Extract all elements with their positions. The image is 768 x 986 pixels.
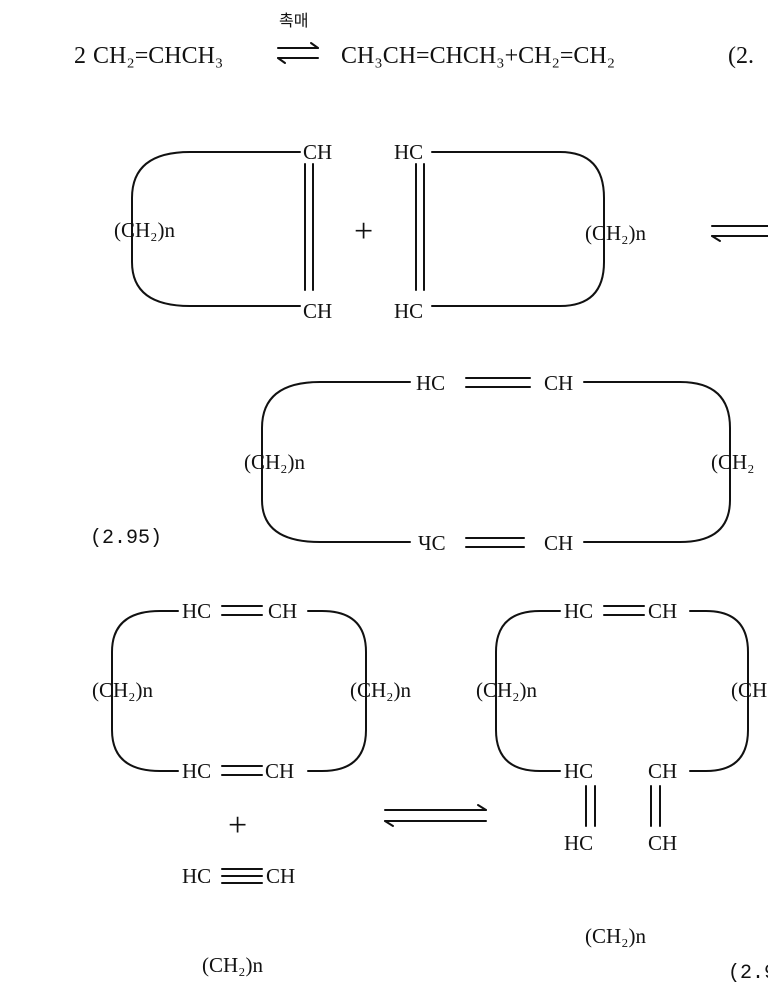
eq295-right-chain: (CH₂)n bbox=[585, 221, 646, 245]
eq295-right-bottom-hc: HC bbox=[394, 299, 423, 323]
eq295-dimer-top-hc: HC bbox=[416, 371, 445, 395]
eq295-right-ring bbox=[415, 151, 605, 307]
eq296-product-ring bbox=[495, 605, 749, 827]
eq295-dimer-ring bbox=[261, 377, 731, 548]
eq295-dimer-top-ch: CH bbox=[544, 371, 573, 395]
eq296-alkyne-ch: CH bbox=[266, 864, 295, 888]
eq295-dimer-bottom-ch: CH bbox=[544, 531, 573, 555]
eq296-number: (2.9 bbox=[728, 962, 768, 985]
eq296-product-low-ch: CH bbox=[648, 831, 677, 855]
eq296-ring-left-chain: (CH₂)n bbox=[92, 678, 153, 702]
eq295-plus: + bbox=[354, 213, 373, 250]
eq296-product-low-hc: HC bbox=[564, 831, 593, 855]
eq295-right-top-hc: HC bbox=[394, 140, 423, 164]
eq296-below-mid-chain: (CH₂)n bbox=[585, 924, 646, 948]
eq296-ring-top-hc: HC bbox=[182, 599, 211, 623]
eq296-ring-bottom-ch: CH bbox=[265, 759, 294, 783]
eq296-ring-right-chain: (CH₂)n bbox=[350, 678, 411, 702]
eq296-product-top-ch: CH bbox=[648, 599, 677, 623]
eq296-ring-bottom-hc: HC bbox=[182, 759, 211, 783]
eq294-products: CH₃CH=CHCH₃+CH₂=CH₂ bbox=[341, 43, 615, 69]
eq294-catalyst-label: 촉매 bbox=[279, 11, 308, 30]
eq296-below-left-chain: (CH₂)n bbox=[202, 953, 263, 977]
eq296-equilibrium-arrow bbox=[384, 804, 487, 827]
eq295-equilibrium-arrow bbox=[711, 225, 768, 242]
eq296-product-left-chain: (CH₂)n bbox=[476, 678, 537, 702]
eq296-product-mid-ch: CH bbox=[648, 759, 677, 783]
eq296-alkyne-triple-bond bbox=[221, 868, 263, 884]
eq295-dimer-left-chain: (CH₂)n bbox=[244, 450, 305, 474]
eq295-left-ring bbox=[131, 151, 314, 307]
eq294-reactant: CH₂=CHCH₃ bbox=[93, 43, 223, 69]
eq294-equilibrium-arrow bbox=[277, 42, 319, 64]
eq296-ring-top-ch: CH bbox=[268, 599, 297, 623]
eq296-plus: + bbox=[228, 807, 247, 844]
eq296-left-ring bbox=[111, 605, 367, 776]
eq294-coefficient: 2 bbox=[74, 43, 86, 69]
eq296-product-mid-hc: HC bbox=[564, 759, 593, 783]
eq295-dimer-bottom-hc: ЧC bbox=[418, 531, 446, 555]
eq295-dimer-right-chain: (CH₂ bbox=[711, 450, 755, 474]
eq295-left-chain: (CH₂)n bbox=[114, 218, 175, 242]
eq296-alkyne-hc: HC bbox=[182, 864, 211, 888]
eq294-number: (2. bbox=[728, 43, 754, 69]
eq296-product-right-chain: (CH bbox=[731, 678, 767, 702]
eq295-number: (2.95) bbox=[90, 527, 162, 550]
eq295-left-top-ch: CH bbox=[303, 140, 332, 164]
eq296-product-top-hc: HC bbox=[564, 599, 593, 623]
eq295-left-bottom-ch: CH bbox=[303, 299, 332, 323]
